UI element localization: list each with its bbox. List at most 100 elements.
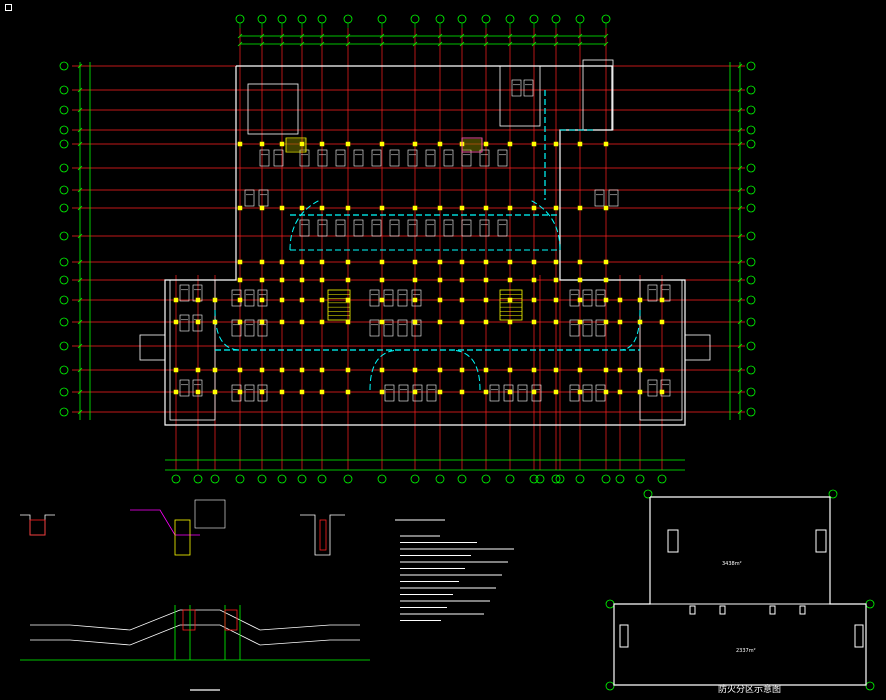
dimension-tick bbox=[603, 33, 609, 39]
axis-bubble-top bbox=[529, 14, 539, 24]
axis-bubble-right bbox=[746, 365, 756, 375]
detail-section-a bbox=[20, 514, 55, 536]
column bbox=[483, 319, 489, 325]
column bbox=[279, 319, 285, 325]
dimension-tick bbox=[737, 319, 743, 325]
dimension-tick bbox=[77, 205, 83, 211]
column bbox=[483, 205, 489, 211]
column bbox=[379, 141, 385, 147]
axis-bubble-top bbox=[277, 14, 287, 24]
fire-zone-door bbox=[799, 605, 806, 615]
axis-bubble-top bbox=[410, 14, 420, 24]
column bbox=[531, 319, 537, 325]
dimension-tick bbox=[553, 33, 559, 39]
axis-bubble-left bbox=[59, 203, 69, 213]
lane-curve bbox=[214, 309, 241, 351]
fire-zone-axis-bubble bbox=[865, 681, 875, 691]
column bbox=[603, 389, 609, 395]
dimension-tick bbox=[77, 319, 83, 325]
dimension-tick bbox=[577, 41, 583, 47]
parking-car bbox=[523, 79, 534, 97]
column bbox=[345, 259, 351, 265]
axis-bubble-top bbox=[343, 14, 353, 24]
axis-bubble-right bbox=[746, 139, 756, 149]
parking-car bbox=[503, 384, 514, 402]
axis-bubble-bottom bbox=[377, 474, 387, 484]
dimension-tick bbox=[737, 389, 743, 395]
axis-bubble-bottom bbox=[235, 474, 245, 484]
column bbox=[459, 389, 465, 395]
column bbox=[259, 367, 265, 373]
column bbox=[319, 319, 325, 325]
axis-bubble-right bbox=[746, 163, 756, 173]
column bbox=[412, 277, 418, 283]
column bbox=[577, 259, 583, 265]
parking-car bbox=[317, 149, 328, 167]
parking-car bbox=[497, 149, 508, 167]
column bbox=[531, 389, 537, 395]
parking-car bbox=[595, 384, 606, 402]
column bbox=[379, 297, 385, 303]
column bbox=[379, 367, 385, 373]
column bbox=[173, 297, 179, 303]
detail-section-c-fill bbox=[319, 519, 327, 551]
dimension-tick bbox=[77, 409, 83, 415]
parking-car bbox=[511, 79, 522, 97]
dimension-tick bbox=[483, 41, 489, 47]
column bbox=[483, 297, 489, 303]
column bbox=[437, 259, 443, 265]
column bbox=[412, 319, 418, 325]
dimension-tick bbox=[259, 41, 265, 47]
parking-car bbox=[244, 289, 255, 307]
fire-zone-door bbox=[689, 605, 696, 615]
dimension-tick bbox=[737, 297, 743, 303]
column bbox=[259, 141, 265, 147]
parking-car bbox=[371, 219, 382, 237]
axis-bubble-right bbox=[746, 231, 756, 241]
dimension-tick bbox=[77, 87, 83, 93]
column bbox=[412, 141, 418, 147]
parking-car bbox=[259, 149, 270, 167]
column bbox=[437, 205, 443, 211]
fire-zone-title: 防火分区示意图 bbox=[718, 683, 781, 695]
dimension-tick bbox=[77, 187, 83, 193]
window-toggle-icon[interactable] bbox=[5, 4, 12, 11]
fire-zone-axis-bubble bbox=[605, 599, 615, 609]
axis-bubble-bottom bbox=[481, 474, 491, 484]
column bbox=[603, 319, 609, 325]
parking-car bbox=[244, 189, 255, 207]
column bbox=[459, 205, 465, 211]
dimension-tick bbox=[77, 297, 83, 303]
column bbox=[345, 319, 351, 325]
column bbox=[412, 205, 418, 211]
column bbox=[637, 389, 643, 395]
axis-bubble-left bbox=[59, 61, 69, 71]
lane-curve bbox=[529, 199, 561, 251]
column bbox=[507, 141, 513, 147]
axis-bubble-bottom bbox=[457, 474, 467, 484]
parking-car bbox=[569, 384, 580, 402]
fire-zone-axis-bubble bbox=[605, 681, 615, 691]
column bbox=[195, 389, 201, 395]
column bbox=[531, 367, 537, 373]
column bbox=[553, 389, 559, 395]
column bbox=[279, 367, 285, 373]
column bbox=[299, 297, 305, 303]
column bbox=[259, 277, 265, 283]
axis-bubble-bottom bbox=[551, 474, 561, 484]
column bbox=[577, 367, 583, 373]
parking-car bbox=[398, 384, 409, 402]
parking-car bbox=[353, 149, 364, 167]
column bbox=[459, 259, 465, 265]
column bbox=[637, 367, 643, 373]
parking-car bbox=[179, 284, 190, 302]
column bbox=[531, 141, 537, 147]
dimension-tick bbox=[77, 343, 83, 349]
column bbox=[577, 319, 583, 325]
detail-section-c bbox=[300, 514, 345, 556]
column bbox=[437, 367, 443, 373]
dimension-tick bbox=[77, 107, 83, 113]
parking-car bbox=[443, 219, 454, 237]
column bbox=[617, 297, 623, 303]
